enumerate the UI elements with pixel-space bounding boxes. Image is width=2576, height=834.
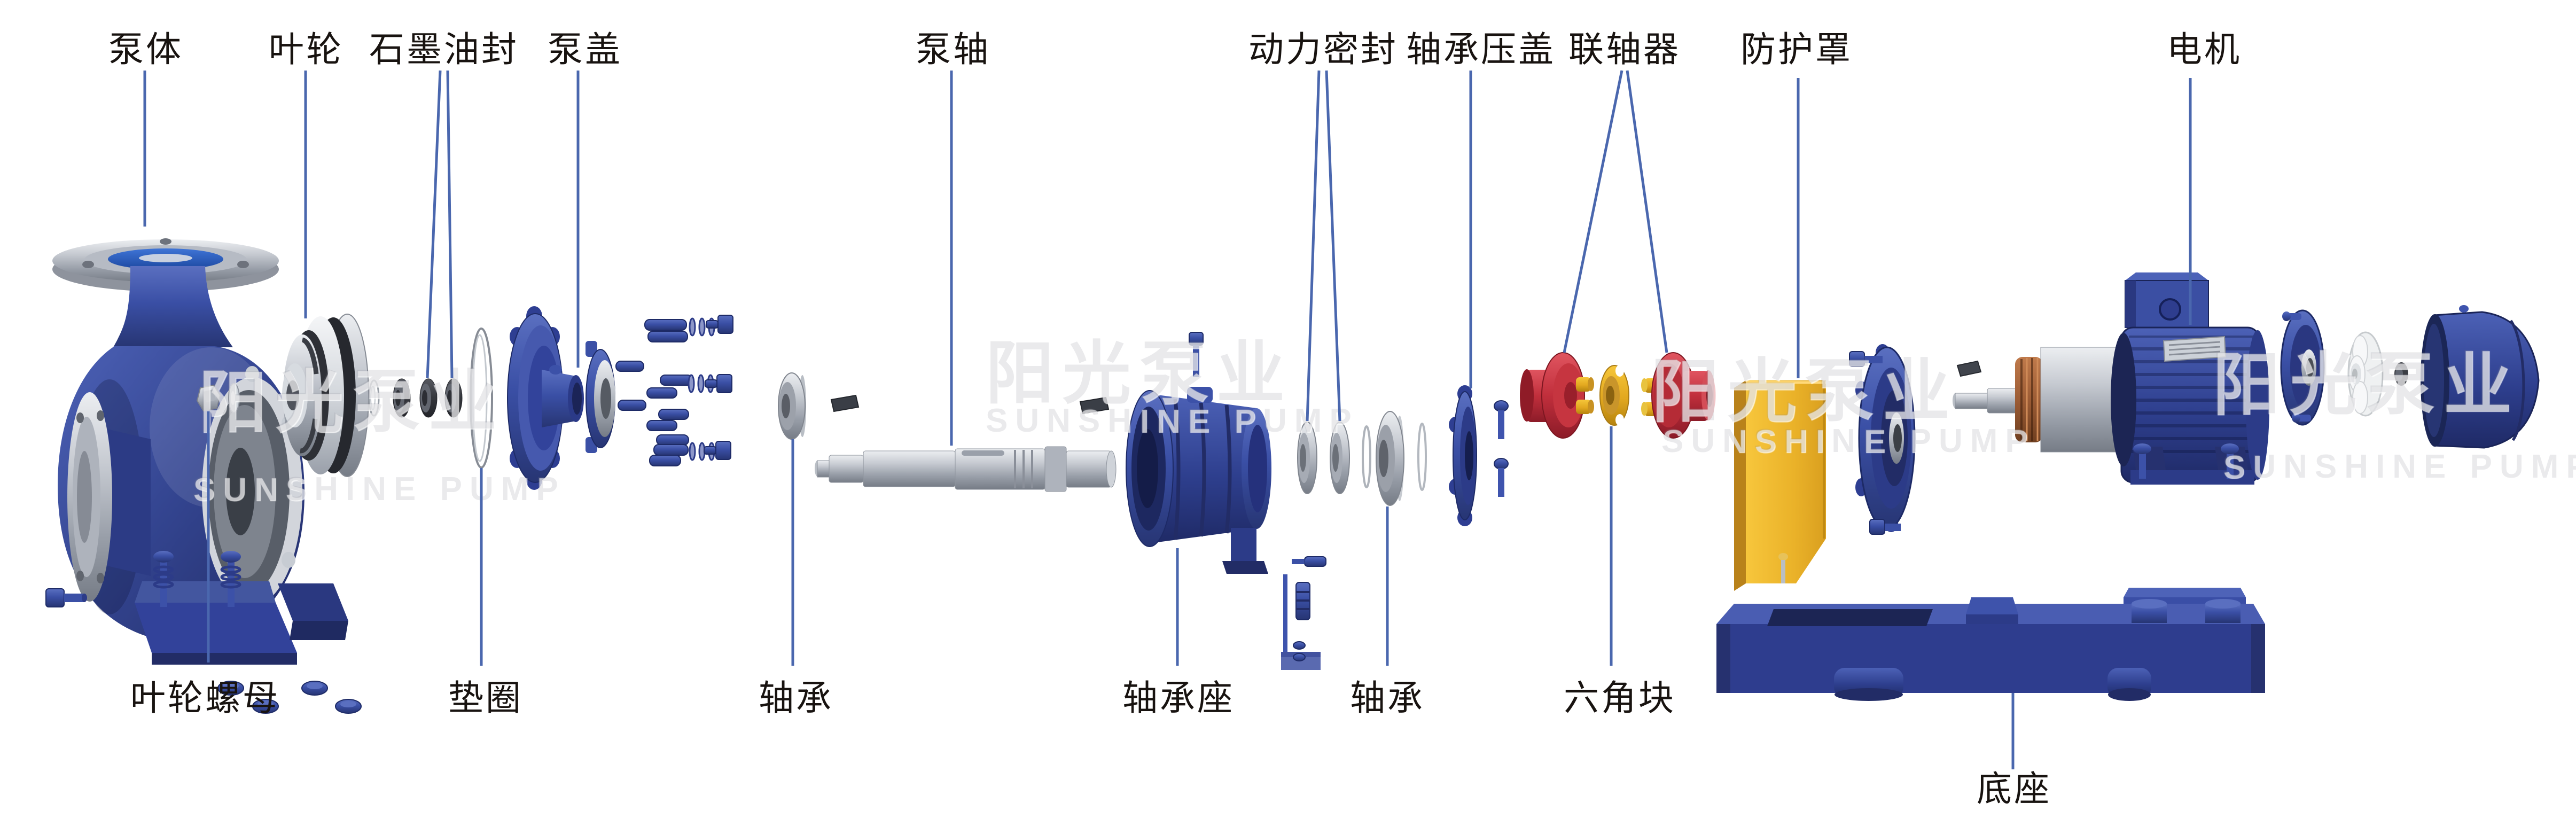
part-label-dynamic-seal: 动力密封 [1248, 29, 1398, 69]
stud-bolts [615, 315, 733, 466]
impeller-nut [196, 384, 221, 412]
motor-rear-cover [2280, 309, 2325, 426]
oiler-parts [1281, 556, 1326, 670]
part-label-washer: 垫圈 [448, 678, 523, 718]
part-label-coupling: 联轴器 [1568, 29, 1681, 69]
bearing-gland [1449, 385, 1477, 526]
bearing-front [778, 372, 806, 440]
part-label-bearing-rear: 轴承 [1350, 678, 1425, 718]
bearing-rear [1376, 411, 1404, 506]
motor-terminal-box [2125, 272, 2209, 328]
hex-spacer [1599, 365, 1629, 426]
foot-stud-bolt [153, 551, 174, 607]
fan-nut [2394, 362, 2408, 386]
brand-watermark-en-1: SUNSHINE PUMP [986, 402, 1359, 439]
motor-feet [2130, 443, 2254, 485]
gland-bolts [1494, 400, 1509, 497]
part-label-impeller: 叶轮 [269, 29, 344, 69]
dynamic-seal-rings [1297, 422, 1350, 494]
part-label-pump-body: 泵体 [108, 29, 183, 69]
brand-watermark-cn-2: 阳光泵业 [1651, 353, 1959, 430]
shaft-key [830, 394, 860, 412]
part-label-guard: 防护罩 [1740, 29, 1853, 69]
shaft-key [1079, 396, 1110, 415]
motor [2111, 272, 2269, 485]
baseplate [1716, 588, 2265, 701]
part-label-impeller-nut: 叶轮螺母 [130, 678, 280, 718]
motor-pedestal [2124, 588, 2246, 623]
motor-shaft [1953, 388, 2019, 414]
motor-front-cover [1849, 344, 1916, 535]
fan-cowl [2421, 305, 2540, 449]
part-label-hex-block: 六角块 [1564, 678, 1676, 718]
coupling-pump-half [1520, 352, 1594, 439]
part-label-motor: 电机 [2167, 29, 2242, 69]
part-label-base: 底座 [1977, 769, 2051, 808]
foot-stud-bolt [220, 551, 241, 607]
drain-bolt [45, 588, 87, 607]
gasket-ring [470, 328, 493, 469]
graphite-seal-rings [393, 378, 463, 418]
coupling-motor-half [1641, 352, 1715, 439]
part-label-bearing-gland: 轴承压盖 [1406, 29, 1556, 69]
part-label-pump-cover: 泵盖 [548, 29, 622, 69]
part-label-bearing-front: 轴承 [759, 678, 833, 718]
motor-key [1956, 360, 1982, 377]
brand-watermark-cn-1: 阳光泵业 [986, 336, 1294, 412]
housing-oil-bolt [1189, 332, 1204, 377]
motor-nameplate [2163, 336, 2227, 362]
coupling-guard [1734, 380, 1826, 591]
part-label-graphite-seal: 石墨油封 [369, 29, 519, 69]
pump-shaft [815, 446, 1117, 492]
bearing-housing [1126, 387, 1271, 574]
brand-watermark-cn-3: 阳光泵业 [2212, 346, 2520, 423]
part-label-pump-shaft: 泵轴 [916, 29, 990, 69]
retaining-ring [1362, 425, 1371, 488]
part-label-bearing-housing: 轴承座 [1122, 678, 1235, 718]
brand-watermark-en-0: SUNSHINE PUMP [192, 471, 566, 508]
retaining-ring [1417, 423, 1427, 491]
base-foot [1834, 668, 2151, 701]
nut-washer [228, 383, 240, 413]
impeller [282, 314, 369, 477]
brand-watermark-cn-0: 阳光泵业 [198, 364, 506, 440]
brand-watermark-en-3: SUNSHINE PUMP [2222, 448, 2576, 485]
spacer-ring [368, 379, 380, 417]
brand-watermark-en-2: SUNSHINE PUMP [1661, 423, 2035, 459]
casing-nuts [217, 681, 362, 714]
pump-body [45, 238, 362, 714]
motor-fan [2347, 331, 2384, 417]
pump-cover [507, 306, 615, 490]
